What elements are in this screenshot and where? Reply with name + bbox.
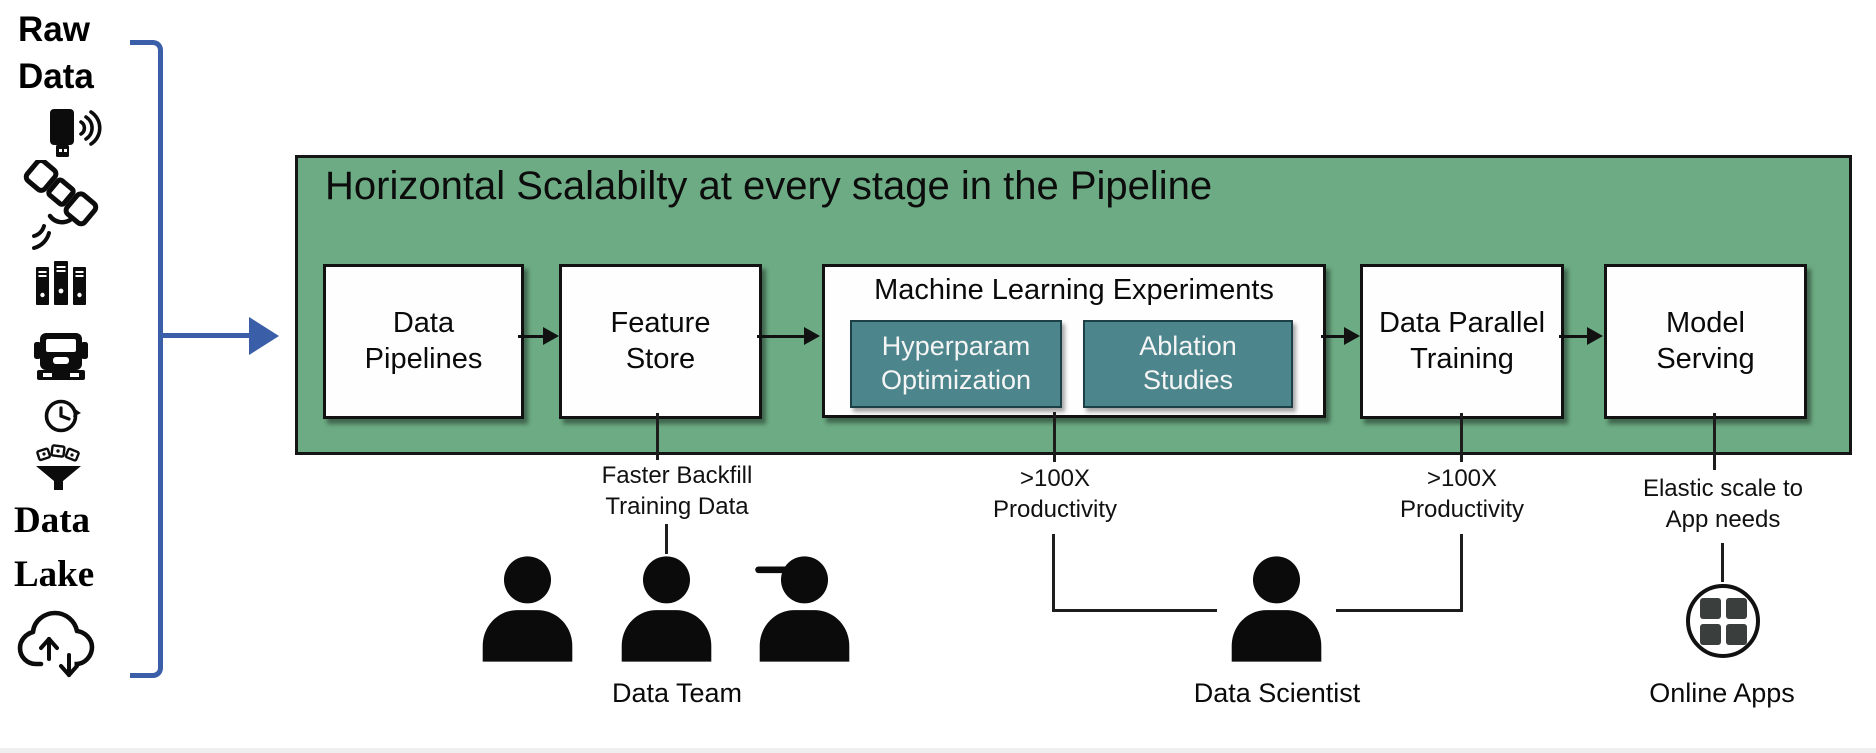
featurestore-drop-line [656, 413, 659, 460]
server-rack-icon [36, 261, 86, 305]
stage-data-parallel-training-label: Data Parallel Training [1378, 307, 1546, 375]
arrow-pipelines-to-featurestore [518, 327, 559, 345]
serving-drop-line-2 [1721, 543, 1724, 582]
serving-drop-line [1713, 413, 1716, 470]
ml-elbow-horizontal [1052, 609, 1217, 612]
serving-annotation: Elastic scale to App needs [1608, 473, 1838, 535]
person-icon [621, 556, 712, 662]
iot-sensor-icon [50, 109, 102, 157]
person-icon [482, 556, 573, 662]
data-scientist-icon [1231, 556, 1322, 662]
satellite-icon [23, 160, 99, 250]
training-productivity-annotation: >100X Productivity [1362, 463, 1562, 525]
sources-bracket [130, 40, 163, 678]
clock-history-icon [44, 399, 81, 433]
cloud-sync-icon [17, 610, 95, 679]
ingest-arrow-head [249, 317, 279, 355]
arrow-training-to-serving [1559, 327, 1603, 345]
featurestore-annotation: Faster Backfill Training Data [577, 460, 777, 522]
online-apps-icon [1686, 584, 1760, 658]
data-team-label: Data Team [611, 678, 743, 708]
arrow-featurestore-to-mlexperiments [757, 327, 820, 345]
stage-ml-experiments-label: Machine Learning Experiments [874, 274, 1274, 306]
apps-grid-glyph [1699, 597, 1747, 645]
stage-model-serving-label: Model Serving [1656, 307, 1755, 375]
raw-data-label: Raw Data [18, 10, 94, 96]
data-funnel-icon [36, 444, 81, 490]
mlexperiments-drop-line [1053, 412, 1056, 462]
stage-data-pipelines-label: Data Pipelines [364, 307, 483, 375]
featurestore-drop-line-2 [665, 524, 668, 554]
hyperparam-optimization-box: Hyperparam Optimization [850, 320, 1062, 408]
stage-feature-store-label: Feature Store [610, 307, 711, 375]
ml-productivity-annotation: >100X Productivity [955, 463, 1155, 525]
truck-icon [34, 333, 88, 380]
training-elbow-vertical [1460, 534, 1463, 612]
stage-data-pipelines: Data Pipelines [323, 264, 524, 419]
data-lake-label: Data Lake [14, 500, 95, 595]
training-elbow-horizontal [1336, 609, 1462, 612]
ablation-studies-box: Ablation Studies [1083, 320, 1293, 408]
stage-model-serving: Model Serving [1604, 264, 1807, 419]
stage-feature-store: Feature Store [559, 264, 762, 419]
arrow-mlexperiments-to-training [1321, 327, 1360, 345]
ml-elbow-vertical [1052, 534, 1055, 612]
pipeline-title: Horizontal Scalabilty at every stage in … [325, 164, 1213, 208]
ingest-arrow-line [161, 333, 250, 338]
stage-ml-experiments: Machine Learning Experiments Hyperparam … [822, 264, 1326, 418]
online-apps-label: Online Apps [1649, 678, 1795, 708]
stage-data-parallel-training: Data Parallel Training [1360, 264, 1564, 419]
hyperparam-optimization-label: Hyperparam Optimization [880, 331, 1032, 395]
bottom-edge-strip [0, 748, 1876, 753]
data-scientist-label: Data Scientist [1193, 678, 1361, 708]
ablation-studies-label: Ablation Studies [1139, 331, 1237, 395]
training-drop-line [1460, 413, 1463, 462]
person-with-cap-icon [755, 556, 850, 662]
